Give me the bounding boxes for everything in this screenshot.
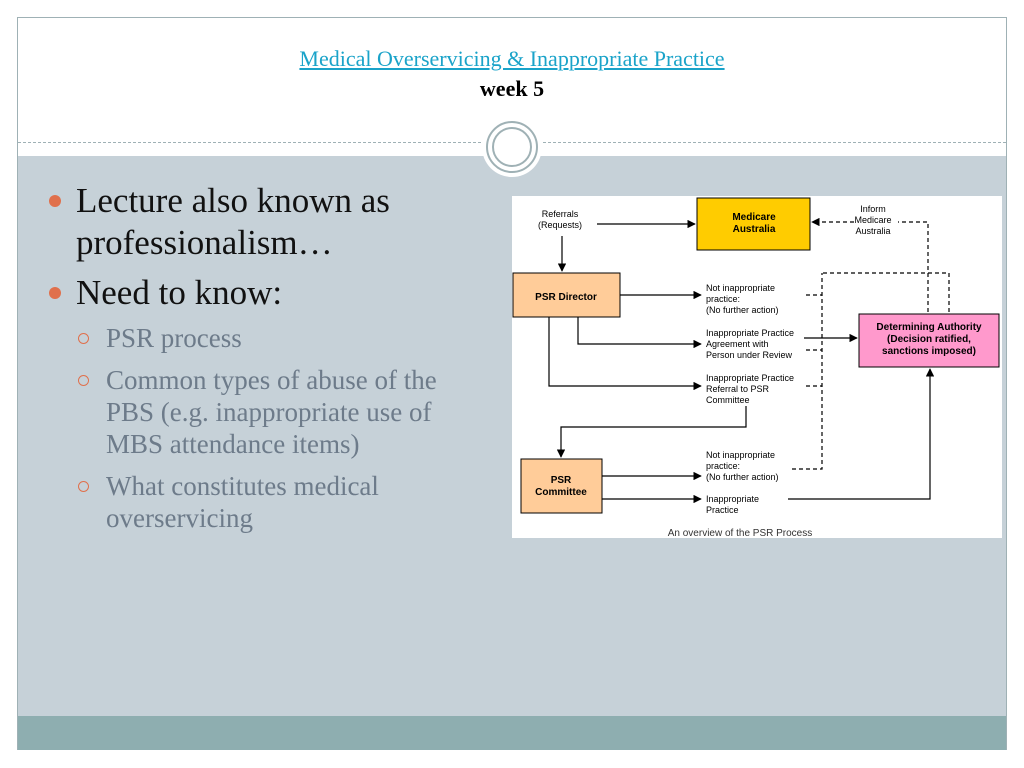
bullet-list: Lecture also known as professionalism… N…	[45, 180, 485, 544]
referral-committee-line1: Inappropriate Practice	[706, 373, 794, 383]
psr-committee-line2: Committee	[535, 487, 587, 498]
bullet-dot-icon	[49, 287, 61, 299]
psr-committee-box	[520, 458, 603, 514]
sub-bullet-ring-icon	[78, 481, 89, 492]
slide-title-link[interactable]: Medical Overservicing & Inappropriate Pr…	[299, 46, 725, 71]
inform-label: Inform	[860, 204, 886, 214]
not-inappropriate-2-line1: Not inappropriate	[706, 450, 775, 460]
referrals-label: Referrals	[542, 209, 579, 219]
sub-bullet-item: What constitutes medical overservicing	[45, 470, 485, 534]
decorative-ring-icon	[482, 117, 542, 177]
bullet-dot-icon	[49, 195, 61, 207]
sub-bullet-ring-icon	[78, 333, 89, 344]
psr-diagram-svg: Referrals (Requests) Inform Medicare Aus…	[512, 197, 1000, 538]
determining-line1: Determining Authority	[876, 322, 982, 333]
ring-inner	[492, 127, 532, 167]
medicare-label-line2: Australia	[733, 224, 776, 235]
slide-subtitle: week 5	[479, 76, 545, 101]
determining-line3: sanctions imposed)	[882, 346, 976, 357]
not-inappropriate-1-line1: Not inappropriate	[706, 283, 775, 293]
requests-label: (Requests)	[538, 220, 582, 230]
not-inappropriate-1-line3: (No further action)	[706, 305, 779, 315]
director-to-agreement-arrow	[577, 317, 702, 349]
sub-bullet-item: Common types of abuse of the PBS (e.g. i…	[45, 364, 485, 460]
agreement-line3: Person under Review	[706, 350, 793, 360]
agreement-line2: Agreement with	[706, 339, 769, 349]
bullet-text: Need to know:	[76, 273, 283, 312]
referral-committee-line2: Referral to PSR	[706, 384, 770, 394]
feedback-committee-dashed	[792, 273, 823, 470]
medicare-label-line1: Medicare	[732, 212, 776, 223]
sub-bullet-item: PSR process	[45, 322, 485, 354]
bullet-item: Lecture also known as professionalism…	[45, 180, 485, 264]
psr-process-diagram: Referrals (Requests) Inform Medicare Aus…	[512, 196, 1002, 538]
not-inappropriate-1-line2: practice:	[706, 294, 740, 304]
referral-to-committee-arrow	[556, 406, 747, 458]
determining-authority-box	[858, 313, 1000, 368]
sub-bullet-ring-icon	[78, 375, 89, 386]
dashed-connectors	[792, 217, 950, 470]
inappropriate-line2: Practice	[706, 505, 739, 515]
sub-bullet-text: PSR process	[106, 323, 242, 353]
director-to-referral-arrow	[548, 317, 702, 391]
psr-director-label: PSR Director	[535, 292, 597, 303]
medicare-australia-box	[696, 197, 811, 251]
inform-australia-label: Australia	[855, 226, 890, 236]
diagram-caption: An overview of the PSR Process	[668, 528, 813, 538]
bullet-text: Lecture also known as professionalism…	[76, 181, 390, 262]
sub-bullet-text: What constitutes medical overservicing	[106, 471, 379, 533]
not-inappropriate-2-line2: practice:	[706, 461, 740, 471]
sub-bullet-text: Common types of abuse of the PBS (e.g. i…	[106, 365, 437, 459]
determining-line2: (Decision ratified,	[887, 334, 971, 345]
psr-committee-line1: PSR	[551, 475, 572, 486]
agreement-line1: Inappropriate Practice	[706, 328, 794, 338]
determining-to-inform-dashed	[898, 221, 929, 312]
feedback-loop-dashed	[822, 272, 950, 312]
inform-medicare-label: Medicare	[854, 215, 891, 225]
inappropriate-line1: Inappropriate	[706, 494, 759, 504]
ring-outer	[486, 121, 538, 173]
slide-footer-band	[18, 716, 1006, 750]
bullet-item: Need to know:	[45, 272, 485, 314]
not-inappropriate-2-line3: (No further action)	[706, 472, 779, 482]
referral-committee-line3: Committee	[706, 395, 750, 405]
inappropriate-to-determining-arrow	[788, 368, 935, 500]
